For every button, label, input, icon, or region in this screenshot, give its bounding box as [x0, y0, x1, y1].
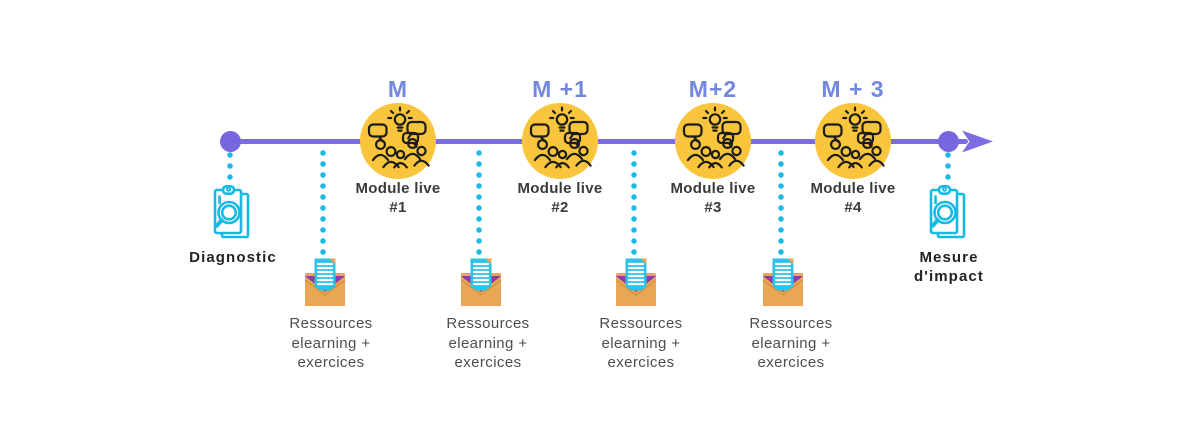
resource-1-line3: exercices [297, 354, 365, 371]
month-label-m2: M+2 [688, 76, 738, 102]
resource-1-envelope-document-icon [303, 258, 347, 308]
resource-1-label: Ressources elearning + exercices [246, 314, 416, 373]
impact-label: Mesure d'impact [864, 248, 1034, 286]
resource-3-line1: Ressources [599, 315, 683, 332]
resource-1-line1: Ressources [289, 315, 373, 332]
timeline-end-dot [938, 131, 959, 152]
module-1-label: Module live #1 [323, 179, 473, 217]
resource-3-line2: elearning + [601, 334, 681, 352]
dotted-connector-end [945, 150, 951, 183]
resource-2-line3: exercices [454, 354, 522, 371]
dotted-connector-start [227, 150, 233, 183]
module-2-label-line2: #2 [551, 199, 569, 216]
resource-4-line1: Ressources [749, 315, 833, 332]
month-label-m3: M + 3 [821, 76, 885, 102]
resource-2-envelope-document-icon [459, 258, 503, 308]
impact-clipboard-magnifier-icon [929, 185, 966, 239]
dotted-connector-resource-1 [320, 148, 326, 256]
resource-2-label: Ressources elearning + exercices [403, 314, 573, 373]
diagnostic-label: Diagnostic [148, 248, 318, 267]
module-4-workshop-people-icon [815, 103, 891, 179]
resource-4-line3: exercices [757, 354, 825, 371]
resource-2-line1: Ressources [446, 315, 530, 332]
module-3-label: Module live #3 [638, 179, 788, 217]
impact-label-line2: d'impact [914, 268, 984, 285]
dotted-connector-resource-2 [476, 148, 482, 256]
timeline-start-dot [220, 131, 241, 152]
timeline-arrowhead-icon [962, 130, 993, 153]
module-3-workshop-people-icon [675, 103, 751, 179]
resource-3-label: Ressources elearning + exercices [556, 314, 726, 373]
module-4-label-line1: Module live [810, 180, 896, 197]
impact-label-line1: Mesure [919, 249, 979, 266]
module-4-label: Module live #4 [778, 179, 928, 217]
module-3-label-line1: Module live [670, 180, 756, 197]
resource-4-envelope-document-icon [761, 258, 805, 308]
module-1-label-line1: Module live [355, 180, 441, 197]
resource-3-envelope-document-icon [614, 258, 658, 308]
module-2-label-line1: Module live [517, 180, 603, 197]
resource-4-label: Ressources elearning + exercices [706, 314, 876, 373]
module-4-label-line2: #4 [844, 199, 862, 216]
resource-1-line2: elearning + [291, 334, 371, 352]
diagnostic-clipboard-magnifier-icon [213, 185, 250, 239]
module-3-label-line2: #3 [704, 199, 722, 216]
resource-2-line2: elearning + [448, 334, 528, 352]
month-label-m: M [387, 76, 409, 102]
resource-3-line3: exercices [607, 354, 675, 371]
module-1-label-line2: #1 [389, 199, 407, 216]
module-2-workshop-people-icon [522, 103, 598, 179]
module-1-workshop-people-icon [360, 103, 436, 179]
module-2-label: Module live #2 [485, 179, 635, 217]
dotted-connector-resource-4 [778, 148, 784, 256]
timeline-line [230, 139, 968, 144]
month-label-m1: M +1 [532, 76, 588, 102]
dotted-connector-resource-3 [631, 148, 637, 256]
resource-4-line2: elearning + [751, 334, 831, 352]
diagnostic-label-text: Diagnostic [189, 249, 277, 266]
